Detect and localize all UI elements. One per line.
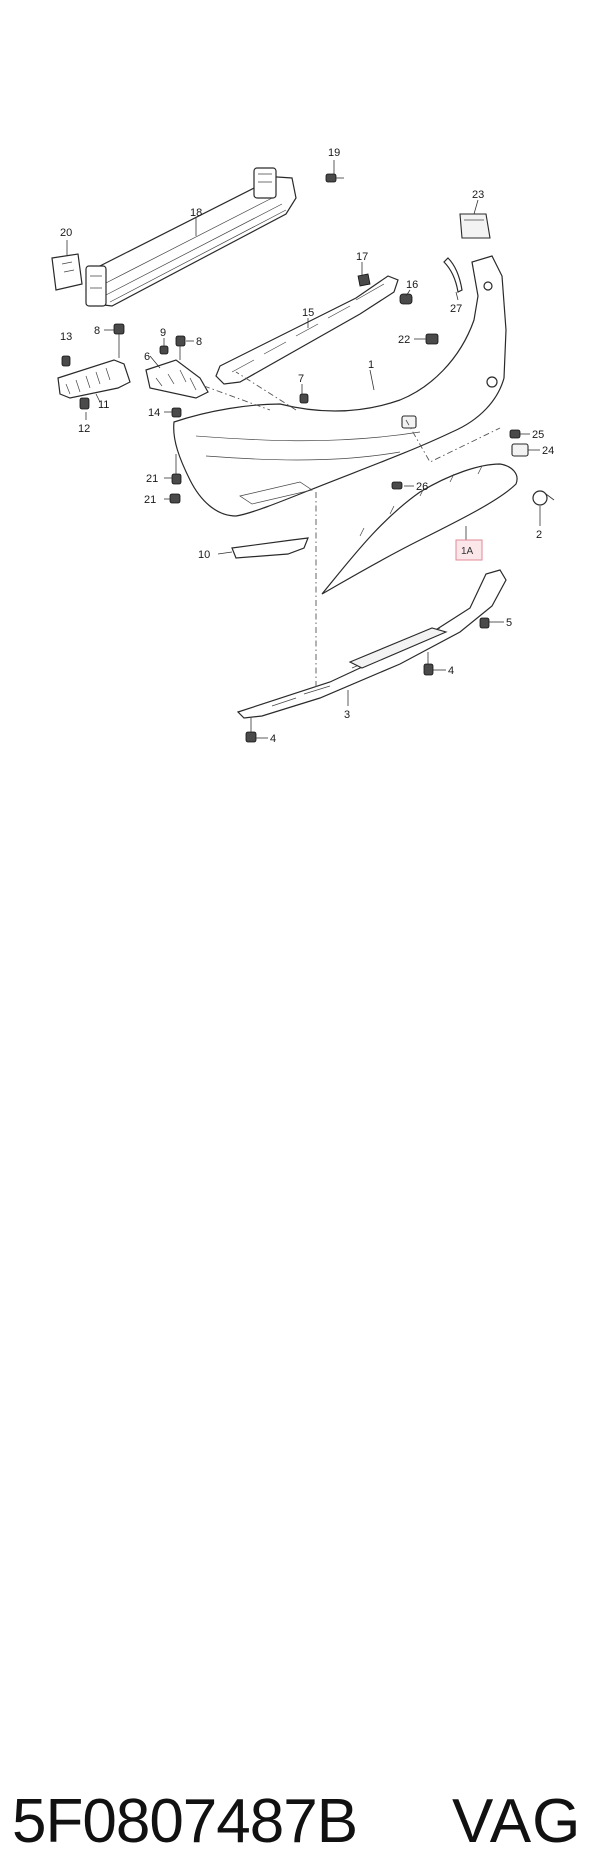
screw-8a xyxy=(113,323,125,358)
callout-6: 6 xyxy=(144,351,150,363)
callout-21b: 21 xyxy=(144,494,156,506)
screw-13 xyxy=(61,355,71,367)
callout-8a: 8 xyxy=(94,325,100,337)
callout-12: 12 xyxy=(78,423,90,435)
callout-21a: 21 xyxy=(146,473,158,485)
module-23 xyxy=(459,213,491,239)
clip-24 xyxy=(511,443,529,457)
screw-8b xyxy=(175,335,186,360)
screw-7 xyxy=(299,393,309,404)
callout-26: 26 xyxy=(416,481,428,493)
callout-4b: 4 xyxy=(270,733,276,745)
callout-11: 11 xyxy=(98,399,109,411)
brand-name: VAG xyxy=(452,1787,582,1856)
part-number: 5F0807487B xyxy=(12,1787,358,1856)
callout-24: 24 xyxy=(542,445,554,457)
callout-14: 14 xyxy=(148,407,160,419)
screw-9 xyxy=(159,345,169,355)
diffuser-3 xyxy=(236,569,507,719)
leader-lines xyxy=(66,160,541,739)
callout-25: 25 xyxy=(532,429,544,441)
guide-bracket-15 xyxy=(215,275,399,385)
reflector-10 xyxy=(231,537,309,559)
callout-13: 13 xyxy=(60,331,72,343)
callout-8b: 8 xyxy=(196,336,202,348)
callout-1A: 1A xyxy=(461,546,474,557)
callout-10: 10 xyxy=(198,549,210,561)
side-bracket-11 xyxy=(57,359,131,399)
callout-2: 2 xyxy=(536,529,542,541)
cap-2 xyxy=(532,490,555,506)
screw-21b xyxy=(169,493,181,504)
callout-16: 16 xyxy=(406,279,418,291)
callout-1: 1 xyxy=(368,359,374,371)
highlight-box-1A xyxy=(455,539,483,561)
callout-23: 23 xyxy=(472,189,484,201)
callout-3: 3 xyxy=(344,709,350,721)
callout-7: 7 xyxy=(298,373,304,385)
callout-22: 22 xyxy=(398,334,410,346)
callout-5: 5 xyxy=(506,617,512,629)
callout-9: 9 xyxy=(160,327,166,339)
screw-5 xyxy=(479,617,490,629)
callout-17: 17 xyxy=(356,251,368,263)
strip-27 xyxy=(443,257,463,293)
clip-22 xyxy=(425,333,439,345)
clip-16 xyxy=(399,293,413,305)
screw-14 xyxy=(171,407,182,418)
footer: 5F0807487B VAG xyxy=(0,890,600,1856)
parts-exploded-diagram: 19 18 20 23 17 16 27 15 22 13 8 9 8 6 1 … xyxy=(51,147,555,745)
bumper-reinforcement-beam xyxy=(85,167,297,307)
clip-17 xyxy=(357,273,371,287)
callout-4a: 4 xyxy=(448,665,454,677)
trim-strip-1A xyxy=(321,463,518,595)
screw-12 xyxy=(79,397,90,410)
clip-26 xyxy=(391,481,403,490)
callout-20: 20 xyxy=(60,227,72,239)
callout-27: 27 xyxy=(450,303,462,315)
bumper-cover-1 xyxy=(173,255,507,517)
callout-15: 15 xyxy=(302,307,314,319)
screw-19 xyxy=(325,173,344,183)
callout-18: 18 xyxy=(190,207,202,219)
screw-21a xyxy=(171,454,182,485)
callout-19: 19 xyxy=(328,147,340,159)
callout-labels: 19 18 20 23 17 16 27 15 22 13 8 9 8 6 1 … xyxy=(60,147,554,745)
alignment-lines xyxy=(203,371,501,688)
clip-25 xyxy=(509,429,521,439)
side-bracket-6 xyxy=(145,359,209,399)
screw-4b xyxy=(245,718,257,743)
sticker-20 xyxy=(51,253,83,291)
screw-4a xyxy=(423,652,434,676)
